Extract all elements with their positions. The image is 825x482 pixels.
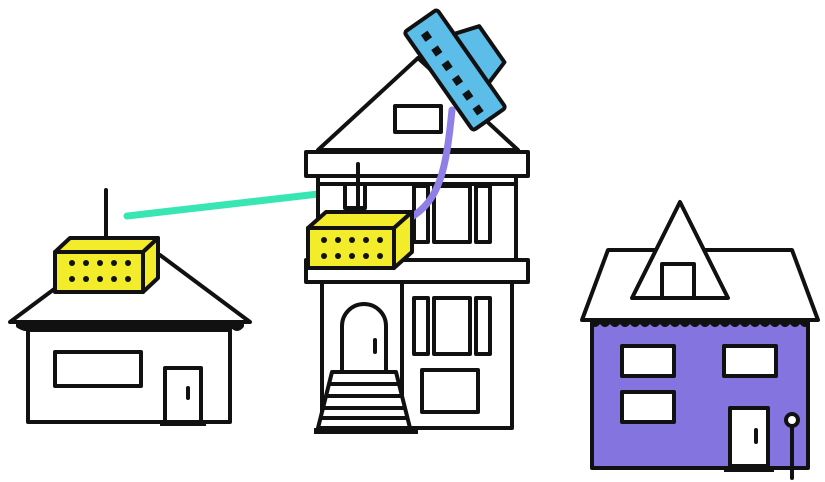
purple-house-window-top-left [622, 346, 674, 376]
purple-house-attic-window [662, 264, 694, 298]
small-house-door [165, 368, 201, 422]
victorian-lower-window-right [476, 298, 490, 354]
victorian-lower-window-left [414, 298, 428, 354]
purple-house-window-bottom-left [622, 392, 674, 422]
victorian-lower-window-center [434, 298, 470, 354]
small-house-eave-trim [18, 322, 242, 329]
victorian-upper-window-small [345, 184, 365, 208]
victorian-upper-window-right [476, 186, 490, 242]
victorian-attic-window [395, 106, 441, 132]
purple-house-window-top-right [724, 346, 776, 376]
purple-house [582, 202, 818, 478]
wireless-link [127, 192, 336, 216]
purple-house-step [724, 466, 774, 472]
victorian-base [314, 428, 418, 434]
router-front-face [55, 252, 143, 292]
purple-house-door [730, 408, 768, 466]
victorian-upper-cornice [306, 152, 528, 176]
victorian-front-door [342, 304, 386, 372]
router-front-face [308, 228, 394, 268]
small-house-window [55, 352, 141, 386]
victorian-lower-panel [422, 370, 478, 412]
router-small-house [55, 190, 158, 292]
purple-house-lamp [786, 414, 798, 426]
victorian-upper-window-center [434, 186, 470, 242]
small-house-step [160, 420, 206, 426]
